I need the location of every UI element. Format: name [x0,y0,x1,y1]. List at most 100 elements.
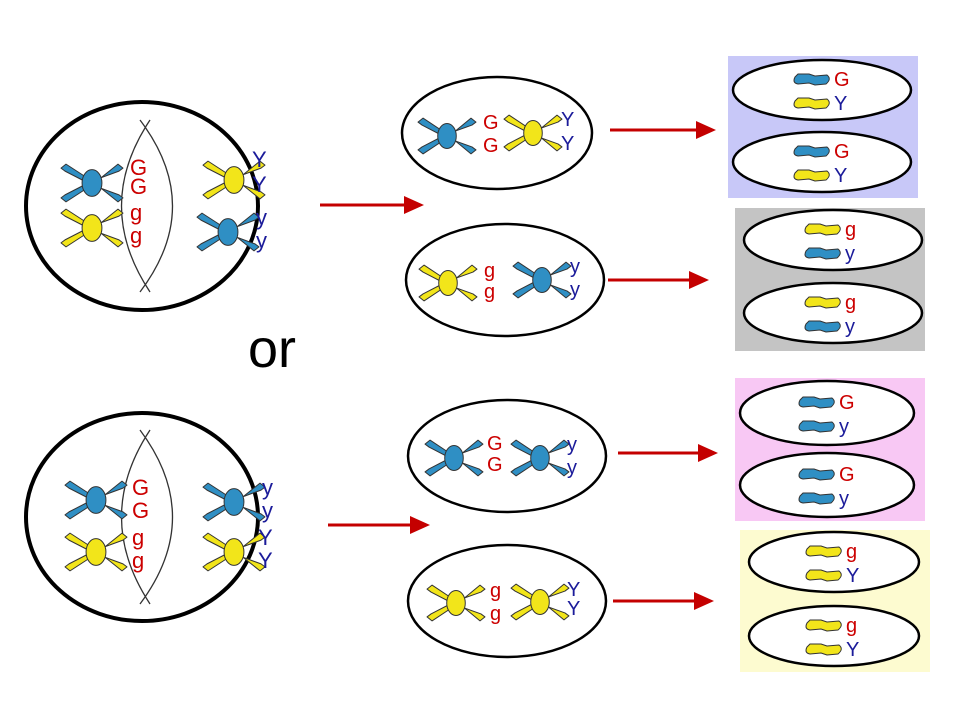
allele-label: Y [258,548,273,573]
chromosome [804,320,841,333]
gamete-cell: gY [747,604,921,668]
allele-label: Y [846,565,859,587]
allele-label: G [834,69,850,91]
chromosome [805,619,842,632]
allele-label: g [490,580,501,602]
gamete-cell: Gy [738,451,916,519]
chromosome-pair [60,208,124,248]
allele-label: G [132,475,149,500]
cell-membrane [731,58,913,122]
spindle-fiber [120,119,151,293]
arrows [320,121,718,610]
cell-membrane [731,130,913,194]
chromosome-pair [424,439,484,477]
cell-membrane [24,100,260,312]
chromosome [804,223,841,236]
allele-label: y [570,256,580,278]
allele-label: g [845,219,856,241]
allele-label: y [570,279,580,301]
cell-membrane [406,543,608,659]
allele-label: y [256,228,267,253]
spindle-fiber [139,429,174,605]
allele-label: G [839,464,855,486]
gamete-cell: GY [731,58,913,122]
arrow-right [613,592,714,610]
chromosome-pair [512,261,572,299]
allele-label: G [487,454,503,476]
gamete-cell: gY [747,530,921,594]
allele-label: Y [252,172,267,197]
chromosome [798,420,835,433]
allele-label: Y [561,109,574,131]
chromosome [805,569,842,582]
chromosome-pair [418,264,478,302]
allele-label: G [483,135,499,157]
chromosome-pair [503,114,563,152]
allele-label: G [834,141,850,163]
allele-label: y [567,434,577,456]
chromosome-pair [196,212,260,252]
allele-label: g [845,292,856,314]
gamete-cell: Gy [738,379,916,447]
chromosome [798,492,835,505]
chromosome [804,296,841,309]
allele-label: g [132,548,144,573]
allele-label: y [845,243,855,265]
allele-label: g [846,541,857,563]
chromosome-pair [64,532,128,572]
allele-label: Y [567,598,580,620]
chromosome [793,97,830,110]
chromosome-pair [417,117,477,155]
chromosome-pair [426,584,486,622]
cell-membrane [747,530,921,594]
cell-membrane [738,451,916,519]
allele-label: y [845,316,855,338]
chromosome [805,545,842,558]
allele-label: G [130,155,147,180]
arrow-right [320,196,424,214]
allele-label: Y [834,165,847,187]
allele-label: g [484,281,495,303]
cell-membrane [404,222,606,338]
gamete-cell: gy [742,281,924,345]
chromosome-pair [202,532,266,572]
chromosome-pair [202,160,266,200]
chromosome [793,169,830,182]
allele-label: Y [252,147,267,172]
chromosome [798,396,835,409]
arrow-right [618,444,718,462]
allele-label: G [483,112,499,134]
allele-label: Y [258,525,273,550]
chromosome [793,145,830,158]
chromosome [793,73,830,86]
arrow-right [328,516,430,534]
cell-membrane [742,281,924,345]
cell-membrane [738,379,916,447]
cell-membrane [742,208,924,272]
cell-membrane [400,75,594,191]
chromosome [805,643,842,656]
allele-label: Y [567,579,580,601]
allele-label: y [262,498,273,523]
gamete-cell: gy [742,208,924,272]
allele-label: g [846,615,857,637]
arrow-right [608,271,709,289]
allele-label: Y [846,639,859,661]
chromosome-pair [60,163,124,203]
allele-label: g [130,223,142,248]
cell-membrane [406,398,608,514]
allele-label: g [130,200,142,225]
chromosome [804,247,841,260]
allele-label: G [839,392,855,414]
